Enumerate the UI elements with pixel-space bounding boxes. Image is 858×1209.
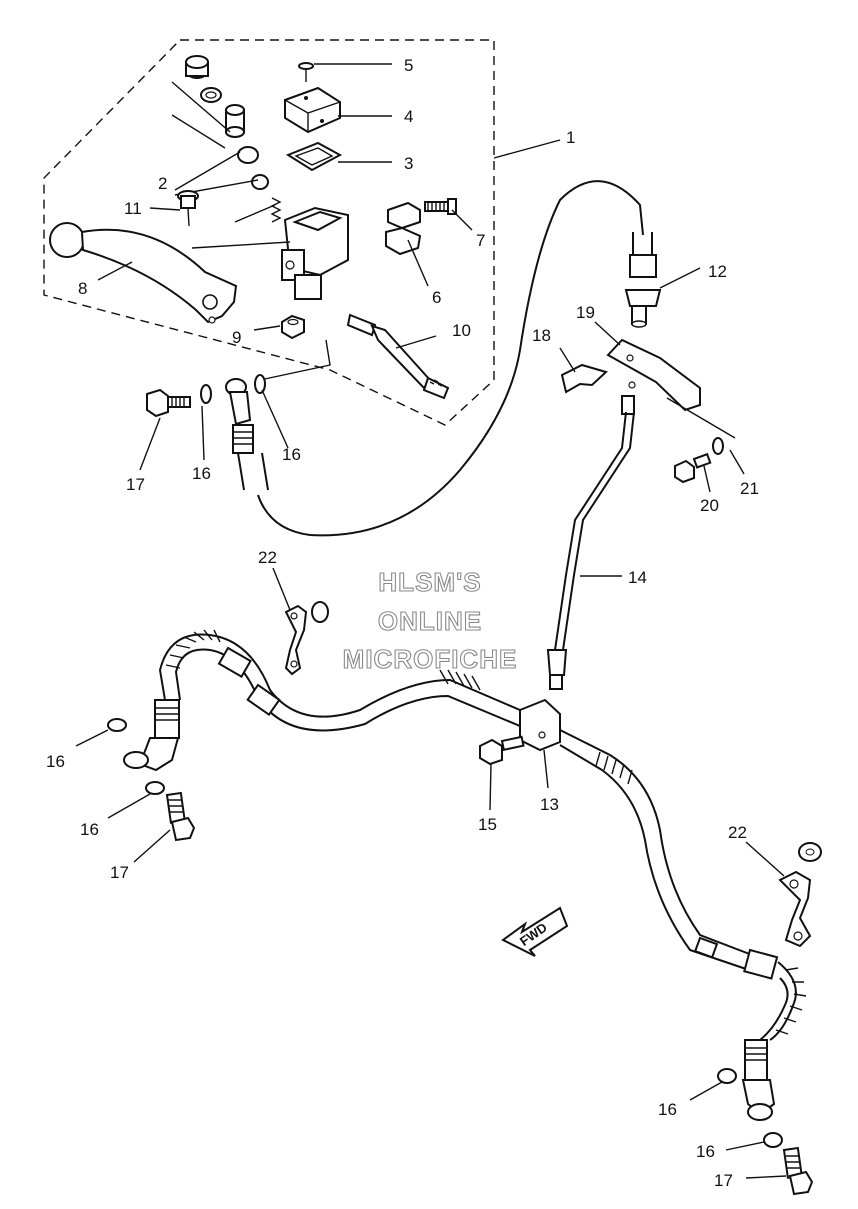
watermark-line2: ONLINE [378,606,482,636]
callout-15: 15 [478,815,497,834]
callout-6: 6 [432,288,441,307]
holder-bolt [424,198,457,215]
callout-labels: 1 2 3 4 5 6 7 8 9 10 11 12 13 14 15 16 1… [46,56,759,1190]
switch-wire [257,180,644,537]
brake-lever [49,222,238,324]
right-washer-lower [763,1132,783,1148]
hose-guide-left [284,601,329,676]
callout-10: 10 [452,321,471,340]
callout-12: 12 [708,262,727,281]
callout-16e: 16 [658,1100,677,1119]
right-washer-upper [717,1068,737,1084]
callout-5: 5 [404,56,413,75]
callout-11: 11 [124,199,142,218]
watermark-line3: MICROFICHE [343,644,518,674]
callout-8: 8 [78,279,87,298]
callout-13: 13 [540,795,559,814]
callout-9: 9 [232,328,241,347]
callout-7: 7 [476,231,485,250]
cap-screw [298,62,314,82]
bracket-bolt [674,452,712,484]
reservoir-diaphragm [285,141,343,172]
fwd-arrow: FWD [501,906,569,957]
switch-bracket [606,338,736,439]
lever-nut [281,314,305,340]
watermark: HLSM'S ONLINE MICROFICHE [342,566,518,674]
hose-guide-right [778,842,822,948]
upper-banjo-bolt [146,388,191,418]
hose-clip [560,363,608,394]
callout-16a: 16 [192,464,211,483]
callout-20: 20 [700,496,719,515]
lever-pivot-bolt [177,190,291,249]
callout-16c: 16 [46,752,65,771]
upper-washer-right [254,374,266,394]
callout-leaders [75,63,787,1179]
right-banjo-bolt [782,1146,814,1196]
callout-2: 2 [158,174,167,193]
brake-light-switch [346,313,450,400]
callout-16d: 16 [80,820,99,839]
callout-17c: 17 [714,1171,733,1190]
upper-washer-left [200,384,212,404]
handlebar-holder [385,201,422,256]
callout-17a: 17 [126,475,145,494]
callout-1: 1 [566,128,575,147]
bracket-washer [712,437,724,455]
callout-16b: 16 [282,445,301,464]
callout-3: 3 [404,154,413,173]
callout-14: 14 [628,568,647,587]
callout-16f: 16 [696,1142,715,1161]
joint-bolt [479,735,525,766]
callout-19: 19 [576,303,595,322]
upper-hose-banjo [225,339,331,491]
rear-brake-switch [624,232,662,328]
hose-joint [519,698,561,752]
watermark-line1: HLSM'S [378,567,481,597]
callout-22a: 22 [258,548,277,567]
callout-18: 18 [532,326,551,345]
right-brake-hose [559,729,807,1121]
piston-kit [171,55,282,223]
callout-4: 4 [404,107,413,126]
assembly-boundary [43,39,495,426]
callout-21: 21 [740,479,759,498]
callout-17b: 17 [110,863,129,882]
reservoir-cap [284,86,341,134]
left-banjo-bolt [165,791,196,842]
left-washer-lower [145,781,165,795]
brake-pipe [546,395,635,690]
left-washer-upper [107,718,127,732]
callout-22b: 22 [728,823,747,842]
left-brake-hose [123,629,521,772]
master-cylinder-body [281,206,349,300]
